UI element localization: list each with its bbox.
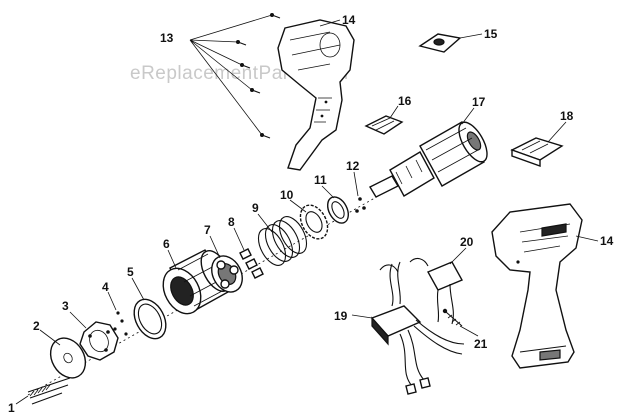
callout-15: 15 (484, 27, 498, 41)
callout-4: 4 (102, 280, 109, 294)
part-12-balls[interactable] (355, 197, 366, 213)
part-14-housing-left[interactable] (277, 19, 355, 171)
callout-20: 20 (460, 235, 474, 249)
part-3-gear-plate[interactable] (79, 321, 119, 361)
callout-18: 18 (560, 109, 574, 123)
callout-12: 12 (346, 159, 360, 173)
part-18-terminal-block[interactable] (510, 137, 564, 167)
callout-7: 7 (204, 223, 211, 237)
part-14-housing-right[interactable] (491, 203, 583, 369)
part-8-pins[interactable] (239, 248, 264, 279)
callout-5: 5 (127, 265, 134, 279)
part-21-screw[interactable] (442, 308, 463, 327)
part-2-washer-plate[interactable] (44, 332, 93, 384)
callout-2: 2 (33, 319, 40, 333)
callout-19: 19 (334, 309, 348, 323)
part-16-latch[interactable] (364, 115, 404, 135)
callout-16: 16 (398, 94, 412, 108)
part-1-screws[interactable] (27, 377, 71, 405)
leader-lines (15, 14, 599, 405)
part-9-clutch-spring[interactable] (253, 212, 312, 270)
callout-10: 10 (280, 188, 294, 202)
callout-14-top: 14 (342, 13, 356, 27)
part-15-switch-cover[interactable] (418, 33, 462, 53)
part-4-pins[interactable] (113, 311, 128, 336)
part-11-washer[interactable] (323, 193, 352, 226)
part-7-planetary-carrier[interactable] (206, 251, 249, 298)
part-17-motor[interactable] (369, 118, 493, 198)
callout-17: 17 (472, 95, 486, 109)
part-19-switch[interactable] (370, 261, 465, 395)
part-20-battery-terminal[interactable] (379, 257, 463, 325)
callout-8: 8 (228, 215, 235, 229)
callout-9: 9 (252, 201, 259, 215)
callout-11: 11 (314, 173, 327, 187)
callout-6: 6 (163, 237, 170, 251)
callout-14-right: 14 (600, 234, 614, 248)
callout-21: 21 (474, 337, 488, 351)
callout-1: 1 (8, 401, 15, 415)
part-5-ring[interactable] (128, 294, 172, 344)
callout-labels: 1 2 3 4 5 6 7 8 9 10 11 12 13 14 14 15 1… (8, 13, 614, 415)
part-10-gear[interactable] (295, 200, 333, 243)
callout-3: 3 (62, 299, 69, 313)
callout-13: 13 (160, 31, 174, 45)
